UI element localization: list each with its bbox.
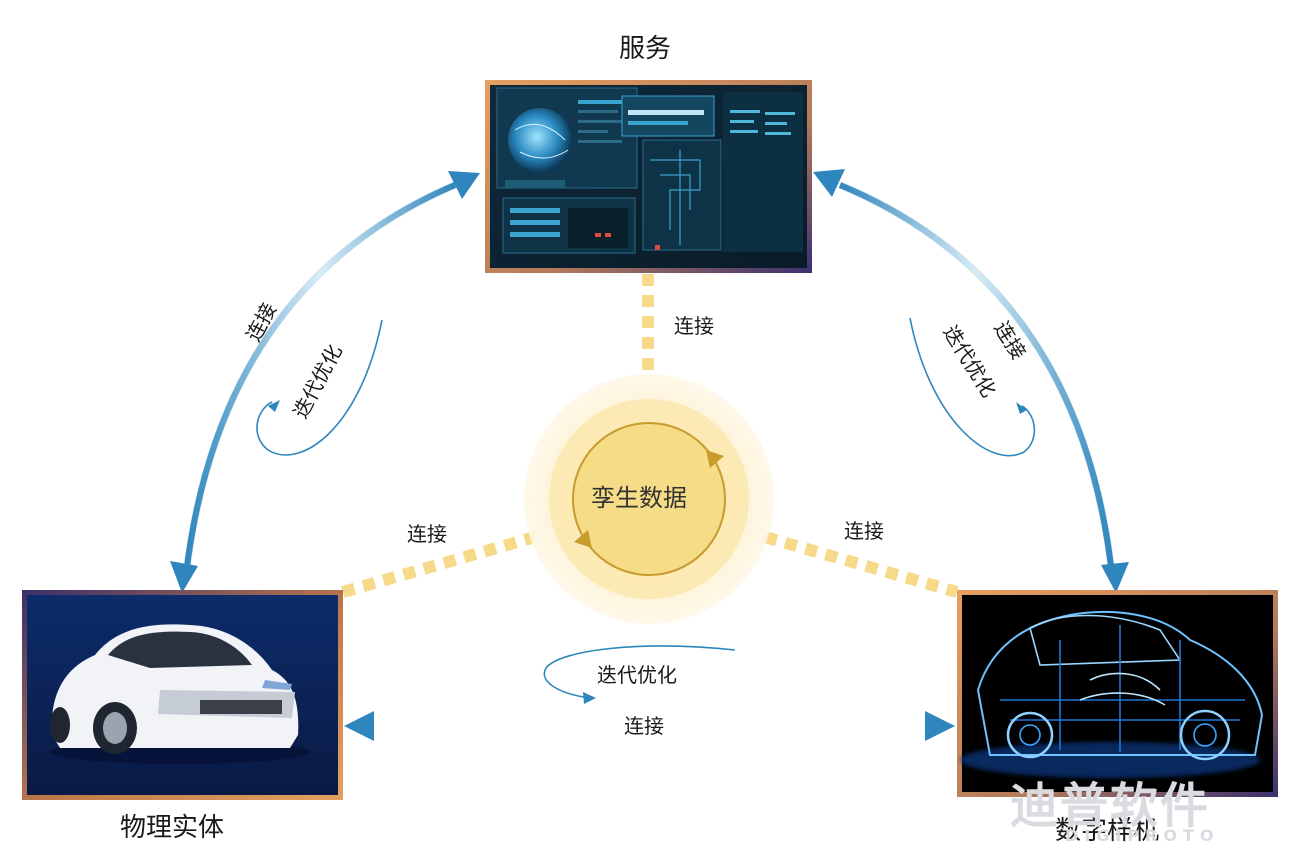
- left-right-connect-label: 连接: [624, 714, 664, 738]
- service-node-label: 服务: [619, 34, 672, 64]
- dashboard-screen-image: [496, 87, 803, 254]
- cycle-arrow-icon: [574, 530, 592, 548]
- cycle-arrow-icon: [706, 450, 724, 468]
- arrow-left-right: [344, 645, 955, 741]
- right-center-connector: [763, 531, 959, 598]
- xray-car-image: [960, 611, 1264, 778]
- digital-node-label: 数字样机: [1055, 816, 1160, 846]
- arrow-left-top: [170, 171, 480, 593]
- center-node: [524, 374, 774, 624]
- arrow-top-right: [813, 169, 1129, 593]
- twin-data-label: 孪生数据: [591, 484, 687, 512]
- physical-node-image: [22, 590, 343, 800]
- white-car-image: [50, 624, 310, 764]
- top-center-connect-label: 连接: [674, 314, 714, 338]
- watermark-main: 迪普软件: [1010, 778, 1211, 834]
- digital-node-image: [957, 590, 1278, 797]
- dashed-connectors: [341, 274, 959, 598]
- left-center-connect-label: 连接: [407, 522, 447, 546]
- left-right-iterate-label: 迭代优化: [597, 663, 677, 687]
- watermark: 迪普软件 DIGIPROTO: [1010, 782, 1219, 845]
- service-node-image: [485, 80, 812, 273]
- watermark-sub: DIGIPROTO: [1065, 826, 1220, 845]
- right-center-connect-label: 连接: [844, 519, 884, 543]
- physical-node-label: 物理实体: [120, 813, 225, 843]
